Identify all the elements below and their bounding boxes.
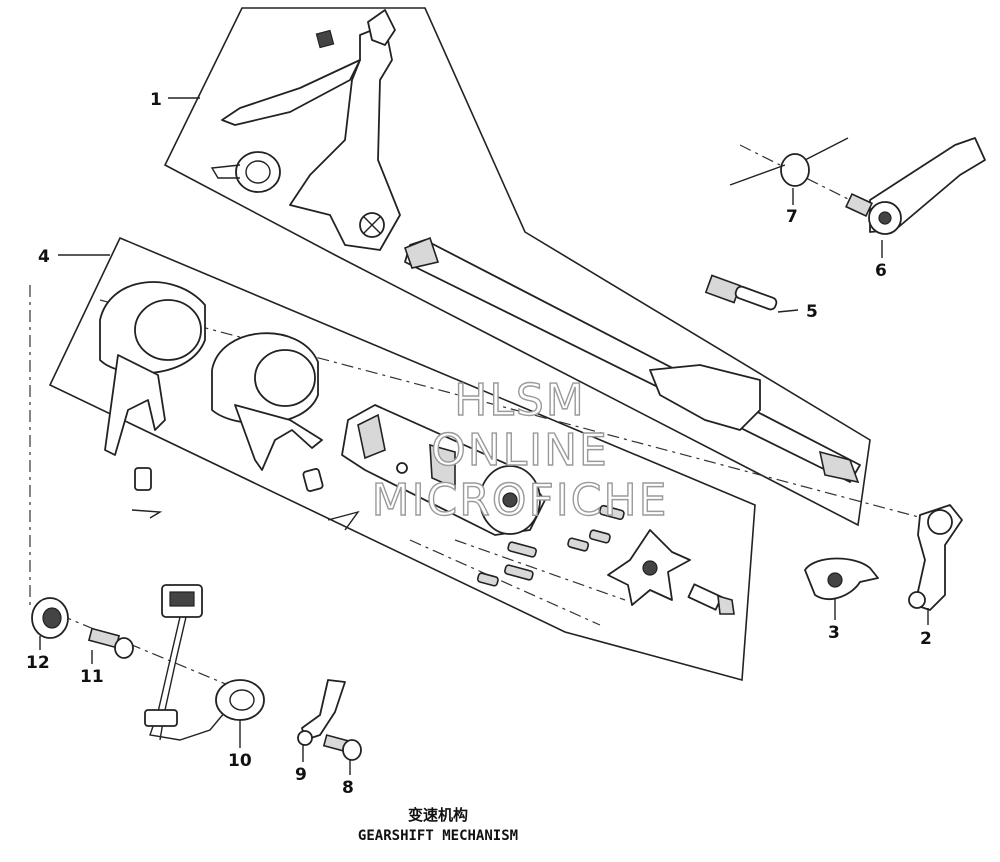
callout-12: 12 (26, 653, 50, 673)
drum-pins (476, 504, 625, 587)
star-plate (607, 529, 735, 615)
callout-5: 5 (806, 302, 818, 322)
return-spring-coil (235, 151, 281, 193)
cam-plate-3-hole (827, 572, 843, 588)
shift-arm-hole-cross-2 (363, 216, 381, 234)
bolt-11 (87, 627, 134, 659)
fork-1-roller (134, 467, 152, 491)
axis-line-main (99, 299, 931, 521)
callout-11: 11 (80, 667, 104, 687)
drum-pin-b (507, 541, 537, 558)
return-spring-leg (210, 164, 241, 179)
watermark-line-1: HLSM (454, 375, 586, 426)
bolt-8-head (342, 739, 362, 761)
shift-shaft (403, 236, 861, 484)
bearing-12 (31, 597, 69, 639)
drum-pin-f (476, 572, 499, 587)
arm-6-pin (845, 192, 873, 218)
fork-2-clip (327, 510, 360, 531)
harness-wire-1 (149, 616, 236, 741)
fork-2-bore (254, 349, 316, 407)
stopper-arm-6 (845, 137, 986, 235)
neutral-switch (215, 679, 265, 721)
plate-9-washer (297, 730, 313, 746)
drum-groove-1 (357, 413, 386, 460)
callout-9: 9 (295, 765, 307, 785)
arm-2-roller (908, 591, 926, 609)
title-english: GEARSHIFT MECHANISM (358, 828, 518, 844)
drum-groove-2 (429, 443, 456, 490)
callout-4: 4 (38, 247, 50, 267)
spring-7 (729, 137, 849, 187)
drum-pin-d (588, 529, 611, 544)
neutral-switch-inner (229, 689, 255, 711)
group-frame-1 (163, 7, 871, 527)
cam-plate-3 (804, 557, 879, 600)
bolt-11-thread (87, 627, 121, 649)
watermark-line-3: MICROFICHE (372, 475, 669, 526)
fork-1-legs (104, 354, 166, 456)
drum-pin-c (567, 537, 590, 552)
bolt-11-head (114, 637, 134, 659)
drum-pin-a (598, 504, 625, 521)
callout-2: 2 (920, 629, 932, 649)
shift-fork-1 (99, 281, 206, 519)
bearing-12-inner (42, 607, 62, 629)
title-chinese: 变速机构 (408, 806, 468, 824)
drum-end-hole (502, 492, 518, 508)
shift-arm-plate (289, 24, 401, 251)
shift-arm-assembly (210, 9, 401, 251)
spring-7-coil (780, 153, 810, 187)
shaft-spline-tip (818, 450, 860, 484)
arm-2-body (914, 504, 963, 611)
shift-arm-pawl (367, 9, 396, 46)
watermark-line-2: ONLINE (431, 425, 609, 476)
callout-10: 10 (228, 751, 252, 771)
shift-fork-2 (211, 332, 360, 531)
callout-8: 8 (342, 778, 354, 798)
callout-1: 1 (150, 90, 162, 110)
plate-9 (297, 679, 346, 746)
spring-7-legs (729, 137, 849, 186)
callout-7: 7 (786, 207, 798, 227)
arm-2-hub (927, 509, 953, 535)
neutral-switch-harness (144, 584, 265, 741)
return-spring-top (315, 29, 335, 49)
arm-6-bolt (878, 211, 892, 225)
drum-pin-hole (396, 462, 408, 474)
bolt-8 (322, 734, 362, 761)
callout-3: 3 (828, 623, 840, 643)
drum-pin-e (504, 564, 534, 581)
stopper-arm-2 (908, 504, 963, 611)
fork-1-clip (131, 509, 163, 519)
star-plate-bolt-head (717, 594, 735, 615)
pin-5-head (704, 274, 742, 304)
leader-5 (777, 309, 799, 313)
shaft-spline-end (403, 236, 440, 269)
star-plate-bolt (687, 583, 723, 611)
group-frame-4 (48, 236, 756, 682)
harness-connector-face (169, 591, 195, 607)
fork-2-roller (302, 468, 324, 492)
fork-2-legs (234, 404, 323, 471)
star-plate-center (642, 560, 658, 576)
shift-arm-lever (221, 59, 361, 126)
callout-6: 6 (875, 261, 887, 281)
shaft-drum-flare (649, 364, 761, 431)
fork-1-bore (134, 299, 202, 361)
harness-clamp (144, 709, 178, 727)
axis-line-pins-2 (454, 539, 626, 601)
pin-5-body (734, 285, 778, 311)
axis-line-pins (409, 539, 601, 626)
shift-drum (341, 404, 546, 536)
return-spring-coil-inner (245, 160, 271, 184)
axis-line-harness (59, 614, 241, 691)
pin-5 (704, 274, 778, 311)
